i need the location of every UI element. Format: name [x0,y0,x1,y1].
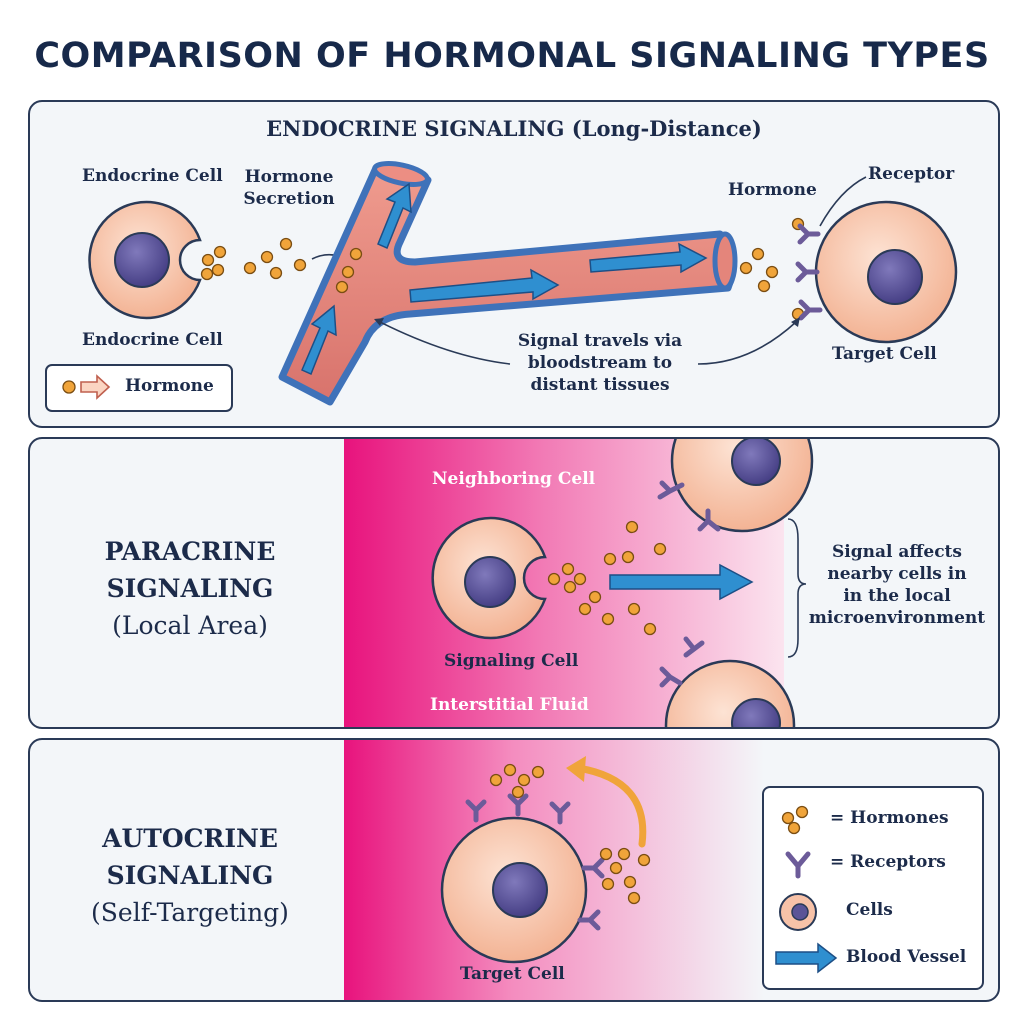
endocrine-cell-label-top: Endocrine Cell [82,166,223,186]
endocrine-heading: ENDOCRINE SIGNALING (Long-Distance) [266,116,762,141]
receptor-label: Receptor [868,164,955,184]
legend-receptors: = Receptors [830,852,946,872]
cell-icon [779,893,817,931]
endocrine-cell [88,200,202,320]
blood-vessel-arrow-icon [775,942,838,974]
neighboring-cell-label: Neighboring Cell [432,469,596,489]
page-title: COMPARISON OF HORMONAL SIGNALING TYPES [34,36,990,76]
target-cell-label: Target Cell [832,344,937,364]
neighboring-cell-bottom [664,659,796,727]
blood-vessel [278,161,738,406]
signaling-cell-label: Signaling Cell [444,651,579,671]
hormone-dot-icon [62,380,76,394]
bracket-icon [787,518,807,658]
hormone-legend: Hormone [45,364,233,412]
legend-hormone-label: Hormone [125,376,214,396]
target-cell [814,200,958,344]
endocrine-diagram [88,161,958,406]
legend: = Hormones = Receptors Cells Blood Vesse… [762,786,984,990]
paracrine-hormone-dots [547,520,667,636]
paracrine-signal-note: Signal affects nearby cells in in the lo… [808,542,986,628]
hormone-arrow-icon [80,374,111,400]
hormone-secretion-label: Hormone Secretion [243,167,335,209]
paracrine-receptors [657,480,721,688]
autocrine-hormone-dots [489,763,651,905]
paracrine-panel: PARACRINE SIGNALING (Local Area) Neighbo… [28,437,1000,729]
receptor-icon [785,851,811,879]
legend-blood-vessel: Blood Vessel [846,947,967,967]
neighboring-cell-top [670,439,814,533]
receptor-icons [795,223,823,321]
hormone-dots-secretion [200,237,307,281]
interstitial-fluid-label: Interstitial Fluid [430,695,589,715]
endocrine-signal-note: Signal travels via bloodstream to distan… [517,331,683,395]
signaling-cell [431,516,547,640]
paracrine-arrow-icon [609,563,754,601]
autocrine-receptors [465,793,605,931]
legend-cells: Cells [846,900,893,920]
hormone-label: Hormone [728,180,817,200]
paracrine-heading: PARACRINE SIGNALING (Local Area) [104,537,276,640]
autocrine-diagram [344,740,764,1000]
autocrine-heading: AUTOCRINE SIGNALING (Self-Targeting) [91,824,289,927]
autocrine-target-cell [440,816,588,964]
autocrine-target-cell-label: Target Cell [460,964,565,984]
hormone-dot-icon [781,805,809,835]
endocrine-cell-label-bottom: Endocrine Cell [82,330,223,350]
legend-hormones: = Hormones [830,808,949,828]
feedback-arrow-icon [574,764,647,848]
paracrine-diagram [344,439,814,727]
hormone-dots-target [739,217,805,321]
